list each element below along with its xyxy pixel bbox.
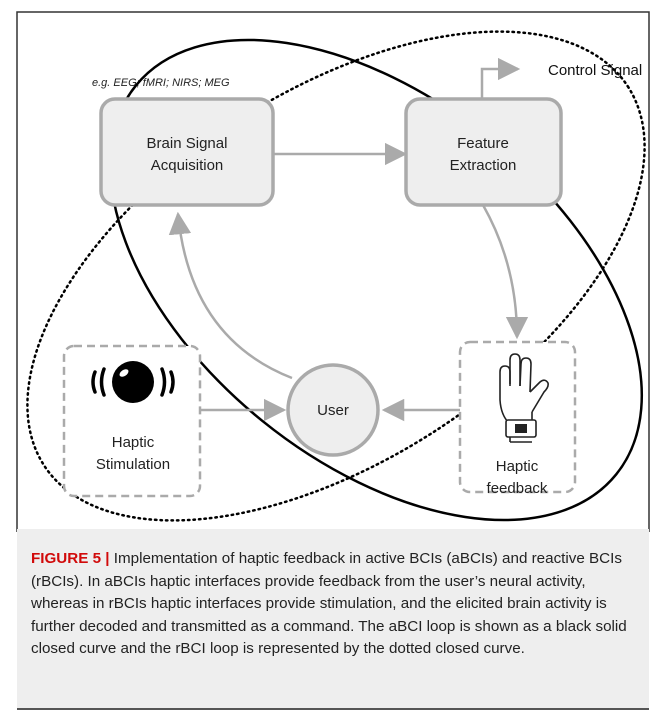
feedback-label-line1: Haptic — [496, 458, 539, 475]
arrow-user-to-acquisition — [168, 211, 293, 380]
vibration-icon — [91, 361, 175, 403]
brain-signal-acquisition-box: Brain Signal Acquisition — [99, 97, 275, 207]
arrow-extraction-to-feedback — [481, 204, 529, 340]
stimulation-label-line2: Stimulation — [96, 456, 170, 473]
extraction-label-line2: Extraction — [450, 157, 517, 174]
figure-frame — [16, 11, 650, 532]
extraction-label-line1: Feature — [457, 135, 509, 152]
acquisition-label-line2: Acquisition — [151, 157, 224, 174]
caption-text: Implementation of haptic feedback in act… — [31, 550, 627, 658]
control-signal-arrow — [480, 57, 521, 98]
control-signal-label: Control Signal — [548, 62, 642, 79]
stimulation-label-line1: Haptic — [112, 434, 155, 451]
figure-caption: FIGURE 5 | Implementation of haptic feed… — [17, 529, 649, 710]
haptic-feedback-box: Haptic feedback — [458, 340, 577, 497]
user-node: User — [286, 363, 380, 457]
bci-diagram: Brain Signal Acquisition Feature Extract… — [16, 11, 650, 532]
feedback-label-line2: feedback — [487, 480, 548, 497]
user-label: User — [317, 402, 349, 419]
feature-extraction-box: Feature Extraction — [404, 97, 563, 207]
caption-bottom-rule — [17, 708, 649, 710]
acquisition-label-line1: Brain Signal — [147, 135, 228, 152]
haptic-glove-icon — [499, 353, 549, 443]
haptic-stimulation-box: Haptic Stimulation — [62, 344, 202, 498]
caption-figure-label: FIGURE 5 | — [31, 550, 110, 567]
signal-modalities-note: e.g. EEG; fMRI; NIRS; MEG — [92, 77, 230, 89]
